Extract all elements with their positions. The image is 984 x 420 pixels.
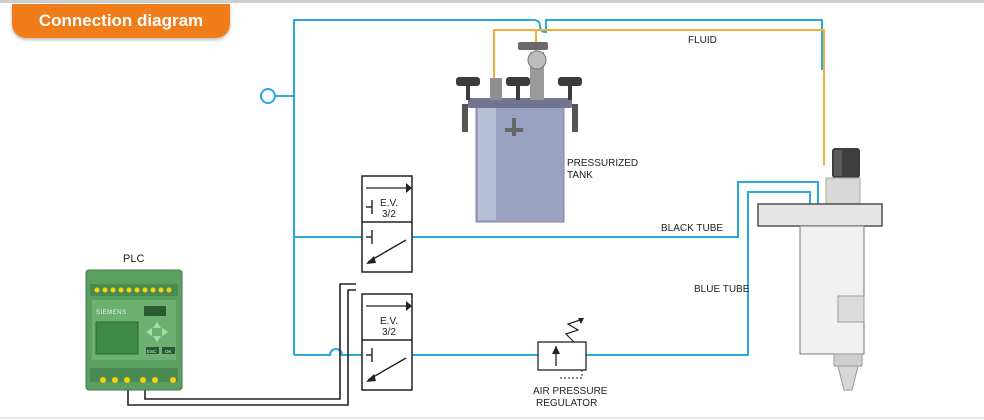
branch-lower-valve [294,348,372,356]
diagram-title: Connection diagram [38,11,204,30]
tank-valve-handle [518,42,548,50]
plc-esc-key [146,347,159,354]
black-tube-line [410,181,819,238]
regulator-spring-icon [564,319,581,343]
plc-unit: ESC OK [85,269,183,391]
plc-label: PLC [123,253,144,265]
dispense-valve-head [825,177,861,205]
valve-lower-label2: 3/2 [382,327,396,338]
dispensing-valve [757,148,883,391]
solenoid-valve-lower [361,293,413,391]
solenoid-valve-upper [361,175,413,273]
black-tube-label: BLACK TUBE [661,223,723,234]
plc-right-key-icon [162,328,168,336]
tank-knob-3 [558,77,582,86]
air-source-port [260,88,276,104]
fluid-label: FLUID [688,35,717,46]
svg-text:OK: OK [165,349,172,354]
plc-down-key-icon [153,336,161,342]
dispense-valve-bracket [757,203,883,227]
regulator-body [537,341,587,371]
tank-label-line2: TANK [567,170,593,181]
plc-up-key-icon [153,322,161,328]
tank-fitting-left [490,78,502,100]
plc-terminals-top [94,287,172,293]
blue-tube-line-b [586,191,811,356]
tank-highlight [478,108,496,220]
top-rule [0,0,984,3]
fluid-route-a [493,29,825,165]
dispense-valve-nozzle-ring [833,353,863,367]
header-badge: Connection diagram [12,4,230,38]
plc-brand: SIEMENS [96,310,127,316]
blue-tube-label: BLUE TUBE [694,284,750,295]
valve-upper-arrow-icon [406,183,412,193]
valve-upper-label1: E.V. [380,198,398,209]
valve-upper-label2: 3/2 [382,209,396,220]
valve-lower-body [361,293,413,391]
regulator-label-line2: REGULATOR [536,398,597,409]
wire-plc-b [144,283,356,400]
plc-terminals-bottom [100,377,176,383]
valve-lower-arrow-icon [406,301,412,311]
dispense-nozzle-icon [837,365,859,391]
pressurized-tank [456,42,582,223]
wire-plc-a [127,289,356,406]
tank-clamp-right [572,104,578,132]
valve-upper-body [361,175,413,273]
plc-ok-key [162,347,175,354]
plc-screen [95,321,139,355]
pressure-gauge-icon [527,50,547,70]
valve-lower-label1: E.V. [380,316,398,327]
signal-wires [127,283,356,406]
tank-knob-2 [506,77,530,86]
tank-knob-1 [456,77,480,86]
tank-label-line1: PRESSURIZED [567,158,638,169]
plc-left-key-icon [146,328,152,336]
regulator-label-line1: AIR PRESSURE [533,386,608,397]
air-lines [276,19,823,356]
tank-lid [468,98,572,108]
tank-clamp-left [462,104,468,132]
svg-text:ESC: ESC [147,349,157,354]
dispense-valve-body [799,225,865,355]
air-supply-header [293,19,823,355]
air-pressure-regulator [537,318,587,379]
